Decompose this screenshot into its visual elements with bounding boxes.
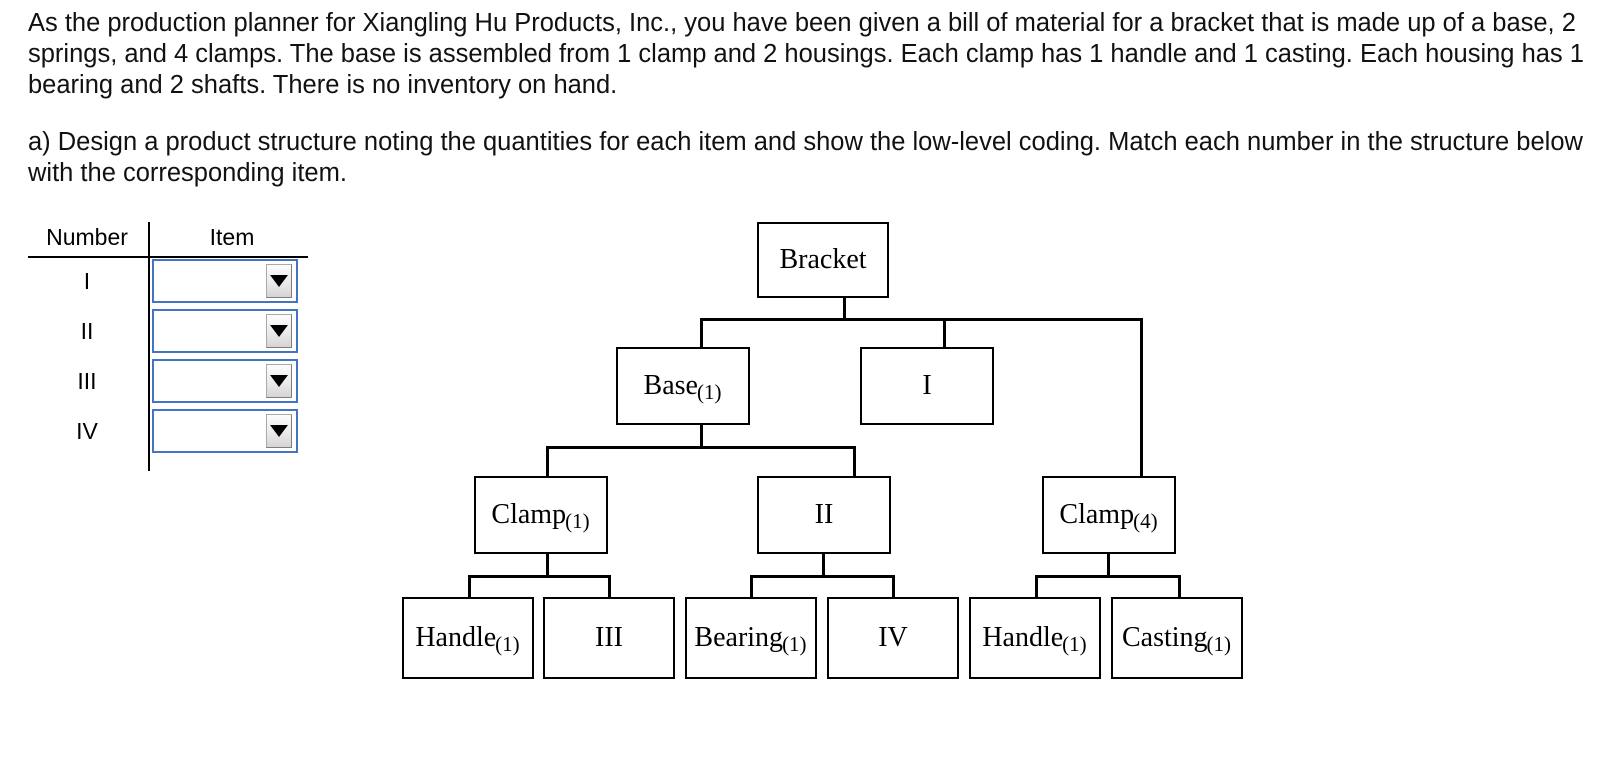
edge-to-item-ii: [853, 446, 856, 477]
chevron-down-icon[interactable]: [266, 314, 292, 348]
edge-clamp1-stem: [546, 553, 549, 577]
item-dropdown-i[interactable]: [152, 259, 298, 303]
edge-clamp4-stem: [1107, 553, 1110, 577]
edge-to-item-iii: [608, 575, 611, 598]
table-row: IV: [26, 406, 316, 456]
table-vertical-divider: [148, 222, 150, 471]
edge-item-ii-stem: [822, 553, 825, 577]
item-cell-ii: [148, 309, 316, 353]
tree-node-clamp-1[interactable]: Clamp(1): [474, 476, 608, 554]
edge-to-base: [700, 318, 703, 348]
paragraph-spacer: [28, 101, 1588, 127]
row-number-i: I: [83, 268, 91, 294]
tree-node-casting-1-qty: (1): [1206, 631, 1232, 656]
tree-node-casting-1[interactable]: Casting(1): [1111, 597, 1243, 679]
tree-node-bearing-1[interactable]: Bearing(1): [685, 597, 817, 679]
tree-node-item-iv[interactable]: IV: [827, 597, 959, 679]
table-header-row: Number Item: [26, 222, 316, 256]
tree-node-item-iii[interactable]: III: [543, 597, 675, 679]
problem-paragraph-1: As the production planner for Xiangling …: [28, 9, 1584, 99]
item-cell-i: [148, 259, 316, 303]
problem-statement: As the production planner for Xiangling …: [28, 8, 1588, 189]
tree-node-clamp-4[interactable]: Clamp(4): [1042, 476, 1176, 554]
edge-to-clamp1: [546, 446, 549, 477]
column-header-item: Item: [209, 224, 255, 250]
table-header-rule: [28, 256, 308, 258]
edge-to-handle2: [1035, 575, 1038, 598]
tree-node-item-iii-label: III: [595, 622, 623, 653]
tree-node-bearing-1-label: Bearing: [694, 622, 784, 653]
edge-clamp4-bus: [1035, 575, 1181, 578]
tree-node-base-label: Base: [643, 370, 698, 401]
edge-bracket-bus: [700, 318, 1143, 321]
table-row: II: [26, 306, 316, 356]
tree-node-casting-1-label: Casting: [1121, 622, 1208, 653]
tree-node-item-i[interactable]: I: [860, 347, 994, 425]
item-dropdown-ii[interactable]: [152, 309, 298, 353]
table-row: I: [26, 256, 316, 306]
row-number-ii: II: [80, 318, 94, 344]
tree-node-base[interactable]: Base(1): [616, 347, 750, 425]
row-number-iv: IV: [76, 418, 98, 444]
tree-node-handle-2-qty: (1): [1062, 631, 1087, 656]
tree-node-handle-1[interactable]: Handle(1): [402, 597, 534, 679]
item-cell-iii: [148, 359, 316, 403]
tree-node-clamp-1-label: Clamp: [491, 499, 567, 530]
tree-node-handle-2-label: Handle: [982, 622, 1064, 653]
tree-node-bracket[interactable]: Bracket: [757, 222, 889, 298]
row-number-iii: III: [77, 368, 97, 394]
tree-node-bracket-label: Bracket: [779, 244, 867, 275]
edge-to-item-i: [943, 318, 946, 348]
tree-node-item-i-label: I: [922, 370, 932, 401]
tree-node-base-qty: (1): [696, 379, 722, 404]
edge-base-bus: [546, 446, 856, 449]
edge-to-item-iv: [892, 575, 895, 598]
tree-node-clamp-1-qty: (1): [565, 508, 590, 533]
tree-node-handle-2[interactable]: Handle(1): [969, 597, 1101, 679]
tree-node-clamp-4-label: Clamp: [1059, 499, 1135, 530]
tree-node-item-iv-label: IV: [878, 622, 908, 653]
edge-bracket-stem: [843, 297, 846, 320]
tree-node-handle-1-qty: (1): [495, 631, 520, 656]
edge-to-clamp4: [1140, 318, 1143, 477]
tree-node-item-ii[interactable]: II: [757, 476, 891, 554]
edge-clamp1-bus: [468, 575, 611, 578]
tree-node-bearing-1-qty: (1): [782, 631, 807, 656]
tree-node-item-ii-label: II: [814, 499, 834, 530]
edge-to-casting1: [1178, 575, 1181, 598]
edge-to-bearing1: [750, 575, 753, 598]
chevron-down-icon[interactable]: [266, 264, 292, 298]
item-dropdown-iv[interactable]: [152, 409, 298, 453]
item-dropdown-iii[interactable]: [152, 359, 298, 403]
tree-node-clamp-4-qty: (4): [1133, 508, 1158, 533]
tree-node-handle-1-label: Handle: [415, 622, 497, 653]
edge-item-ii-bus: [750, 575, 895, 578]
table-row: III: [26, 356, 316, 406]
answer-table: Number Item I II III IV: [26, 222, 316, 471]
column-header-number: Number: [46, 224, 128, 250]
chevron-down-icon[interactable]: [266, 364, 292, 398]
edge-base-stem: [700, 425, 703, 448]
chevron-down-icon[interactable]: [266, 414, 292, 448]
edge-to-handle1: [468, 575, 471, 598]
item-cell-iv: [148, 409, 316, 453]
problem-paragraph-2: a) Design a product structure noting the…: [28, 128, 1583, 187]
